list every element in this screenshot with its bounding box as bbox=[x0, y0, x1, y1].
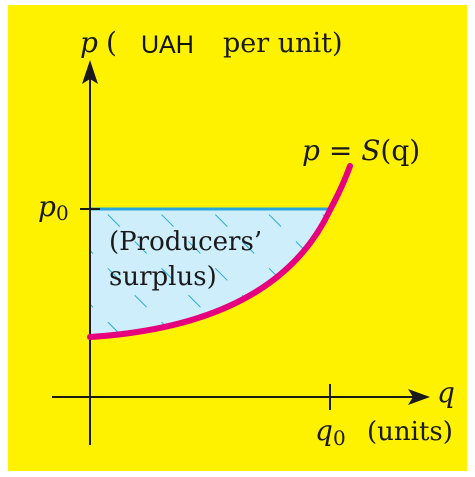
p0-label-sub: 0 bbox=[56, 201, 69, 225]
y-axis-label-currency: UAH bbox=[141, 31, 194, 59]
p0-label: p0 bbox=[38, 190, 69, 225]
y-axis-label-p: p bbox=[80, 26, 98, 59]
y-axis-label-unit: per unit) bbox=[223, 28, 343, 59]
q0-units-label: (units) bbox=[367, 417, 453, 447]
q0-label-sub: 0 bbox=[333, 426, 346, 450]
p0-label-base: p bbox=[38, 190, 56, 223]
q0-label-base: q bbox=[315, 414, 333, 447]
x-axis-arrowhead bbox=[408, 389, 430, 405]
supply-curve-label: p = S(q) bbox=[302, 134, 420, 167]
supply-label-equals: = bbox=[320, 134, 361, 167]
q0-label: q0 bbox=[315, 414, 346, 450]
y-axis-label-open-paren: ( bbox=[106, 26, 117, 59]
supply-label-p: p bbox=[302, 134, 320, 167]
surplus-label-line2: surplus) bbox=[109, 262, 217, 292]
supply-label-s: S bbox=[361, 134, 380, 167]
supply-label-args: (q) bbox=[380, 134, 420, 167]
y-axis-label: p( bbox=[80, 26, 117, 59]
x-axis-label: q bbox=[437, 376, 455, 409]
supply-curve bbox=[87, 163, 353, 340]
y-axis-arrowhead bbox=[82, 60, 98, 84]
surplus-label-line1: (Producers’ bbox=[109, 227, 262, 257]
